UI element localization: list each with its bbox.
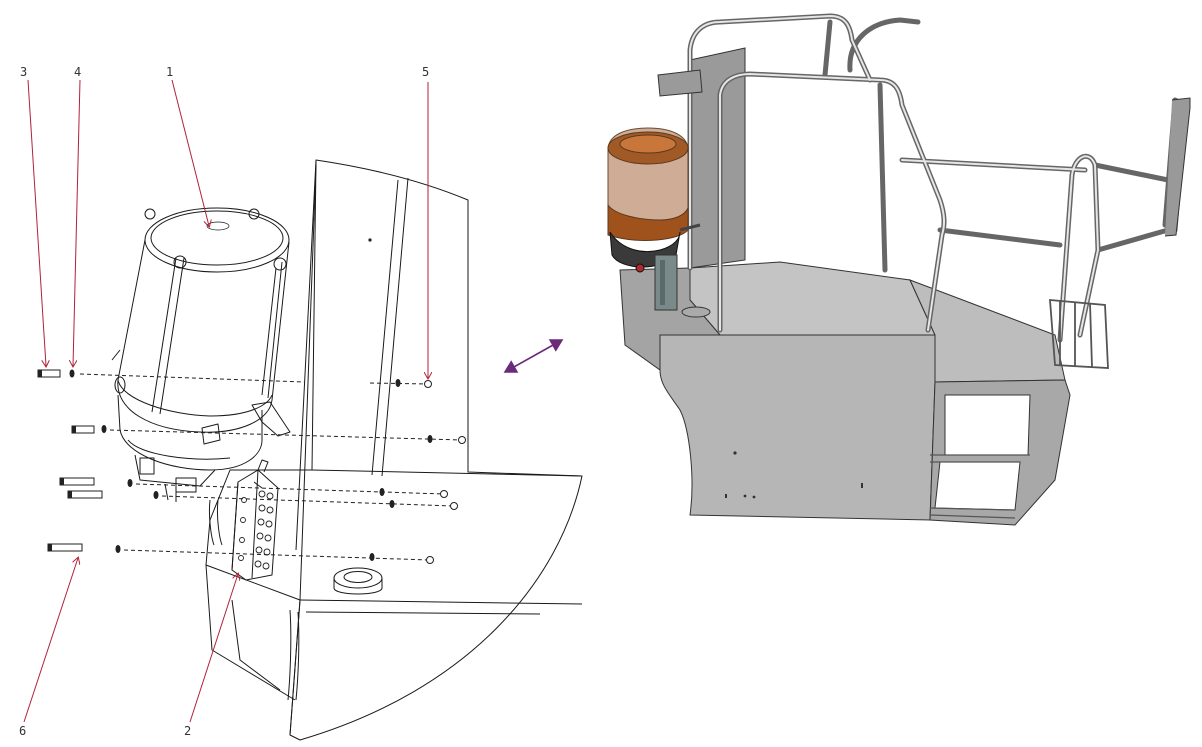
cab-overview (607, 13, 1191, 526)
detail-view: 3 4 1 5 6 2 (19, 65, 583, 741)
cab-step-cage (1049, 299, 1109, 369)
callout-6: 6 (19, 724, 26, 738)
pump-reservoir-unit (111, 207, 291, 502)
callout-labels: 3 4 1 5 6 2 (19, 65, 429, 738)
callout-3: 3 (20, 65, 27, 79)
progressive-divider-block (231, 459, 279, 581)
view-link-arrow (503, 339, 564, 373)
fasteners (37, 369, 466, 564)
cab-body (659, 334, 936, 521)
callout-2: 2 (184, 724, 191, 738)
cab-floor (689, 261, 936, 336)
callout-4: 4 (74, 65, 81, 79)
cab-lubrication-pump (607, 127, 711, 318)
leader-lines (23, 79, 428, 723)
cab-left-shell (619, 267, 722, 371)
callout-5: 5 (422, 65, 429, 79)
callout-1: 1 (166, 65, 173, 79)
cab-wall-panel (205, 159, 583, 741)
